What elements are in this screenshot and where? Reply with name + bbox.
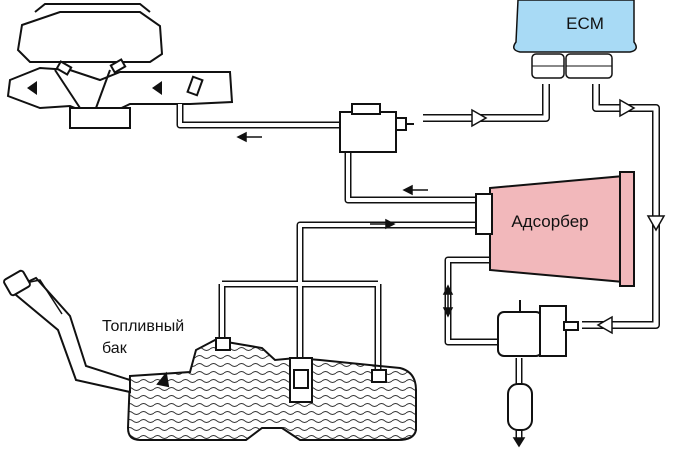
vent-valve-coil — [539, 305, 567, 357]
vent-valve-body — [497, 311, 543, 357]
ecm-signal-solenoid — [423, 84, 550, 122]
flow-arrow-filter-in — [512, 437, 526, 448]
signal-arrow-vent — [596, 315, 613, 335]
ecm-box — [513, 0, 637, 53]
pipes — [176, 84, 660, 440]
purge-line-engine — [176, 104, 340, 129]
valve-spring-right — [109, 58, 127, 74]
rollover-valve-1 — [215, 337, 231, 351]
engine-intake-assembly — [6, 3, 234, 129]
vent-valve — [497, 300, 579, 357]
tank-body — [126, 338, 417, 441]
flow-arrow-to-engine — [236, 131, 262, 143]
filler-cap — [3, 269, 31, 297]
signal-arrows — [471, 98, 666, 335]
fuel-tank — [3, 269, 417, 441]
exhaust-valve — [95, 69, 111, 109]
rollover-valve-2 — [371, 369, 387, 383]
flow-arrows — [236, 131, 526, 448]
charcoal-canister — [475, 171, 635, 287]
intake-flow-arrow-2 — [152, 81, 162, 95]
fill-arrow — [156, 371, 170, 388]
intake-runner — [6, 66, 234, 120]
canister-label: Адсорбер — [511, 212, 589, 231]
signal-arrow-right — [619, 98, 636, 118]
intake-flow-arrow-1 — [27, 81, 37, 95]
solenoid-cap — [351, 103, 381, 115]
ecm-unit — [513, 0, 637, 79]
valve-spring-left — [55, 60, 73, 76]
solenoid-body — [339, 111, 397, 153]
vent-line — [444, 256, 500, 346]
canister-port — [475, 193, 493, 235]
ecm-label: ECM — [566, 14, 604, 33]
injector — [186, 75, 204, 97]
solenoid-connector — [395, 117, 407, 131]
signal-arrow-solenoid — [471, 108, 488, 128]
vent-filter-body — [507, 383, 533, 431]
combustion-chamber — [69, 107, 131, 129]
tank-label-line2: бак — [102, 340, 127, 357]
intake-valve — [54, 69, 81, 109]
flow-arrow-to-solenoid — [402, 184, 428, 196]
signal-arrow-down — [646, 215, 666, 232]
vent-valve-connector — [563, 321, 579, 331]
flow-arrow-to-canister — [370, 218, 396, 230]
engine-head — [16, 11, 164, 63]
flow-arrow-bidirectional — [442, 284, 454, 318]
tank-label-line1: Топливный — [102, 318, 185, 335]
engine-head-top — [34, 3, 151, 13]
vent-filter — [507, 383, 533, 431]
purge-solenoid — [339, 103, 414, 153]
canister-end-cap — [619, 171, 635, 287]
